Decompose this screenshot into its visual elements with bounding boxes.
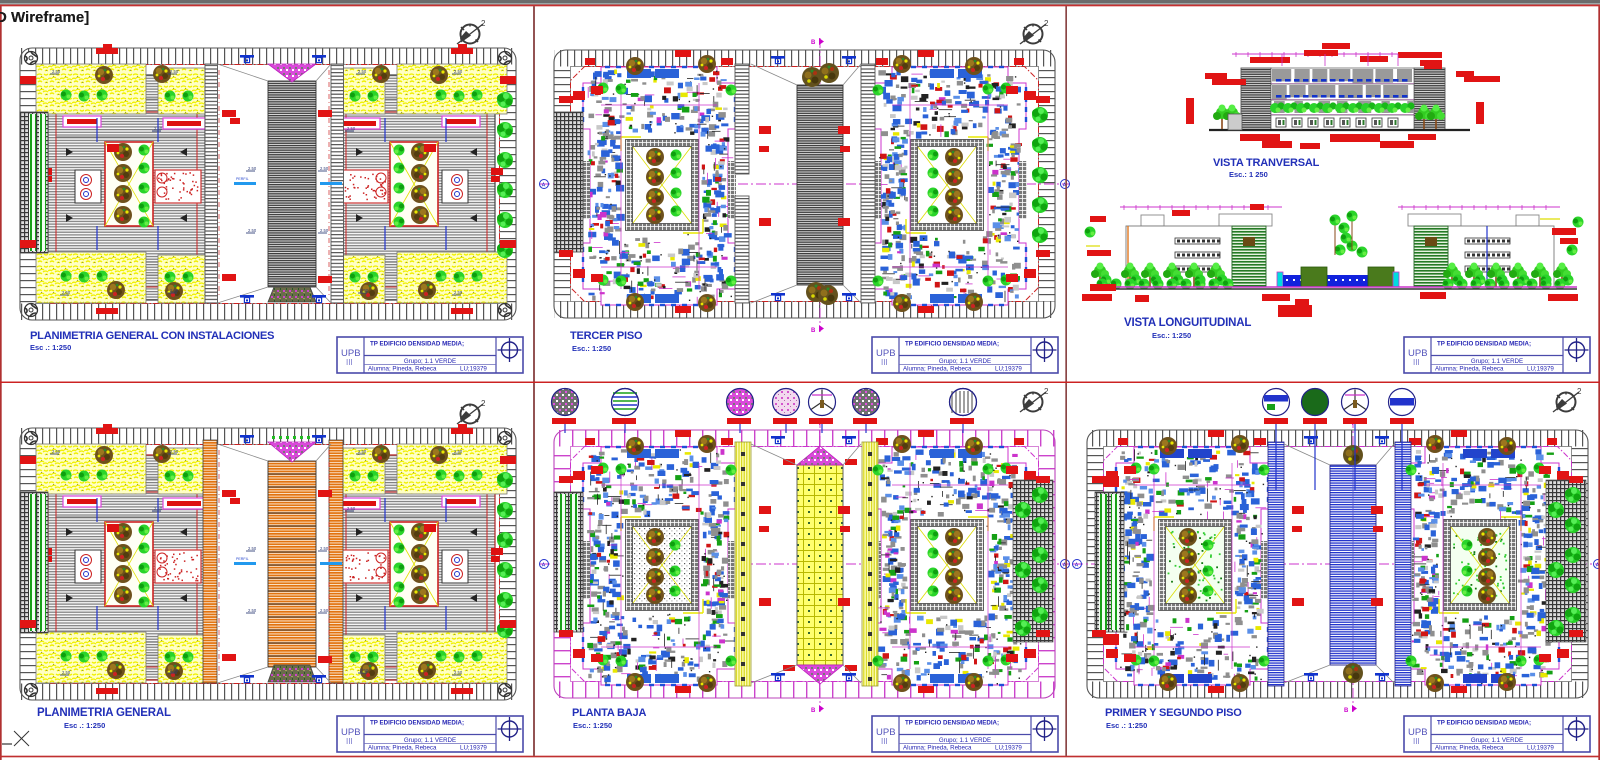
svg-text:2.50: 2.50: [320, 608, 329, 613]
svg-text:B: B: [1344, 708, 1349, 714]
svg-text:Grupo; 1.1 VERDE: Grupo; 1.1 VERDE: [939, 737, 991, 744]
svg-text:2.50: 2.50: [454, 290, 463, 295]
svg-text:LU;19379: LU;19379: [995, 745, 1022, 752]
svg-text:Alumna; Pineda, Rebeca: Alumna; Pineda, Rebeca: [903, 366, 972, 373]
svg-text:LU;19379: LU;19379: [460, 745, 487, 752]
svg-text:Alumna; Pineda, Rebeca: Alumna; Pineda, Rebeca: [1435, 366, 1504, 373]
svg-text:Alumna; Pineda, Rebeca: Alumna; Pineda, Rebeca: [903, 745, 972, 752]
svg-text:A: A: [1075, 563, 1079, 569]
svg-text:TERCER PISO: TERCER PISO: [570, 330, 643, 342]
svg-text:2.50: 2.50: [454, 449, 463, 454]
svg-text:2.50: 2.50: [170, 668, 179, 673]
svg-text:PERFIL: PERFIL: [236, 557, 249, 561]
svg-text:2.50: 2.50: [52, 449, 61, 454]
svg-text:Alumna; Pineda, Rebeca: Alumna; Pineda, Rebeca: [368, 366, 437, 373]
svg-text:2.50: 2.50: [154, 126, 163, 131]
svg-text:2.50: 2.50: [62, 290, 71, 295]
svg-text:Esc.: 1:250: Esc.: 1:250: [573, 721, 612, 730]
svg-text:PLANIMETRIA GENERAL: PLANIMETRIA GENERAL: [37, 707, 171, 719]
svg-text:TP EDIFICIO DENSIDAD MEDIA;: TP EDIFICIO DENSIDAD MEDIA;: [905, 341, 999, 348]
svg-text:Grupo; 1.1 VERDE: Grupo; 1.1 VERDE: [1471, 737, 1523, 744]
svg-text:2.50: 2.50: [248, 166, 257, 171]
svg-text:LU;19379: LU;19379: [1527, 366, 1554, 373]
svg-text:VISTA TRANVERSAL: VISTA TRANVERSAL: [1213, 157, 1320, 169]
svg-text:III: III: [881, 358, 888, 367]
svg-text:VISTA LONGUITUDINAL: VISTA LONGUITUDINAL: [1124, 317, 1251, 329]
svg-text:B: B: [811, 328, 816, 334]
svg-text:2.50: 2.50: [358, 449, 367, 454]
svg-text:III: III: [1413, 358, 1420, 367]
svg-text:2.50: 2.50: [248, 228, 257, 233]
svg-text:2.50: 2.50: [347, 506, 356, 511]
svg-text:2.50: 2.50: [360, 288, 369, 293]
svg-text:2.50: 2.50: [62, 670, 71, 675]
svg-text:2.50: 2.50: [154, 506, 163, 511]
svg-text:PLANIMETRIA GENERAL CON INSTAL: PLANIMETRIA GENERAL CON INSTALACIONES: [30, 330, 275, 342]
svg-text:PERFIL: PERFIL: [236, 177, 249, 181]
svg-text:Esc.: 1 250: Esc.: 1 250: [1229, 170, 1268, 179]
svg-text:Alumna; Pineda, Rebeca: Alumna; Pineda, Rebeca: [1435, 745, 1504, 752]
svg-text:2.50: 2.50: [360, 668, 369, 673]
svg-text:III: III: [881, 737, 888, 746]
svg-text:2.50: 2.50: [454, 69, 463, 74]
svg-text:Grupo; 1.1 VERDE: Grupo; 1.1 VERDE: [1471, 358, 1523, 365]
svg-text:LU;19379: LU;19379: [460, 366, 487, 373]
svg-text:Esc .: 1:250: Esc .: 1:250: [30, 343, 71, 352]
svg-text:2.50: 2.50: [248, 546, 257, 551]
svg-text:III: III: [346, 358, 353, 367]
svg-text:2.50: 2.50: [170, 449, 179, 454]
svg-text:2.50: 2.50: [320, 166, 329, 171]
svg-text:TP EDIFICIO DENSIDAD MEDIA;: TP EDIFICIO DENSIDAD MEDIA;: [905, 720, 999, 727]
svg-text:2.50: 2.50: [358, 69, 367, 74]
svg-text:PRIMER Y SEGUNDO PISO: PRIMER Y SEGUNDO PISO: [1105, 707, 1242, 719]
svg-text:2.50: 2.50: [347, 126, 356, 131]
svg-text:TP EDIFICIO DENSIDAD MEDIA;: TP EDIFICIO DENSIDAD MEDIA;: [370, 720, 464, 727]
svg-text:A: A: [542, 563, 546, 569]
svg-text:2.50: 2.50: [320, 546, 329, 551]
svg-text:PLANTA BAJA: PLANTA BAJA: [572, 707, 646, 719]
svg-text:2.50: 2.50: [170, 288, 179, 293]
svg-text:2.50: 2.50: [170, 69, 179, 74]
svg-text:TP EDIFICIO DENSIDAD MEDIA;: TP EDIFICIO DENSIDAD MEDIA;: [1437, 341, 1531, 348]
svg-text:TP EDIFICIO DENSIDAD MEDIA;: TP EDIFICIO DENSIDAD MEDIA;: [370, 341, 464, 348]
svg-text:2.50: 2.50: [248, 608, 257, 613]
svg-text:Esc .: 1:250: Esc .: 1:250: [64, 721, 105, 730]
svg-text:D Wireframe]: D Wireframe]: [0, 9, 89, 26]
svg-text:TP EDIFICIO DENSIDAD MEDIA;: TP EDIFICIO DENSIDAD MEDIA;: [1437, 720, 1531, 727]
svg-text:LU;19379: LU;19379: [995, 366, 1022, 373]
svg-text:2.50: 2.50: [320, 228, 329, 233]
svg-text:LU;19379: LU;19379: [1527, 745, 1554, 752]
svg-text:A: A: [542, 183, 546, 189]
svg-text:Alumna; Pineda, Rebeca: Alumna; Pineda, Rebeca: [368, 745, 437, 752]
svg-text:Esc.: 1:250: Esc.: 1:250: [572, 344, 611, 353]
svg-text:III: III: [1413, 737, 1420, 746]
svg-text:Esc .: 1:250: Esc .: 1:250: [1106, 721, 1147, 730]
svg-text:B: B: [811, 708, 816, 714]
svg-text:Esc.: 1:250: Esc.: 1:250: [1152, 331, 1191, 340]
svg-text:Grupo; 1.1 VERDE: Grupo; 1.1 VERDE: [939, 358, 991, 365]
svg-text:Grupo; 1.1 VERDE: Grupo; 1.1 VERDE: [404, 737, 456, 744]
svg-text:2.50: 2.50: [454, 670, 463, 675]
svg-text:Grupo; 1.1 VERDE: Grupo; 1.1 VERDE: [404, 358, 456, 365]
svg-text:III: III: [346, 737, 353, 746]
svg-text:B: B: [811, 40, 816, 46]
svg-text:2.50: 2.50: [52, 69, 61, 74]
